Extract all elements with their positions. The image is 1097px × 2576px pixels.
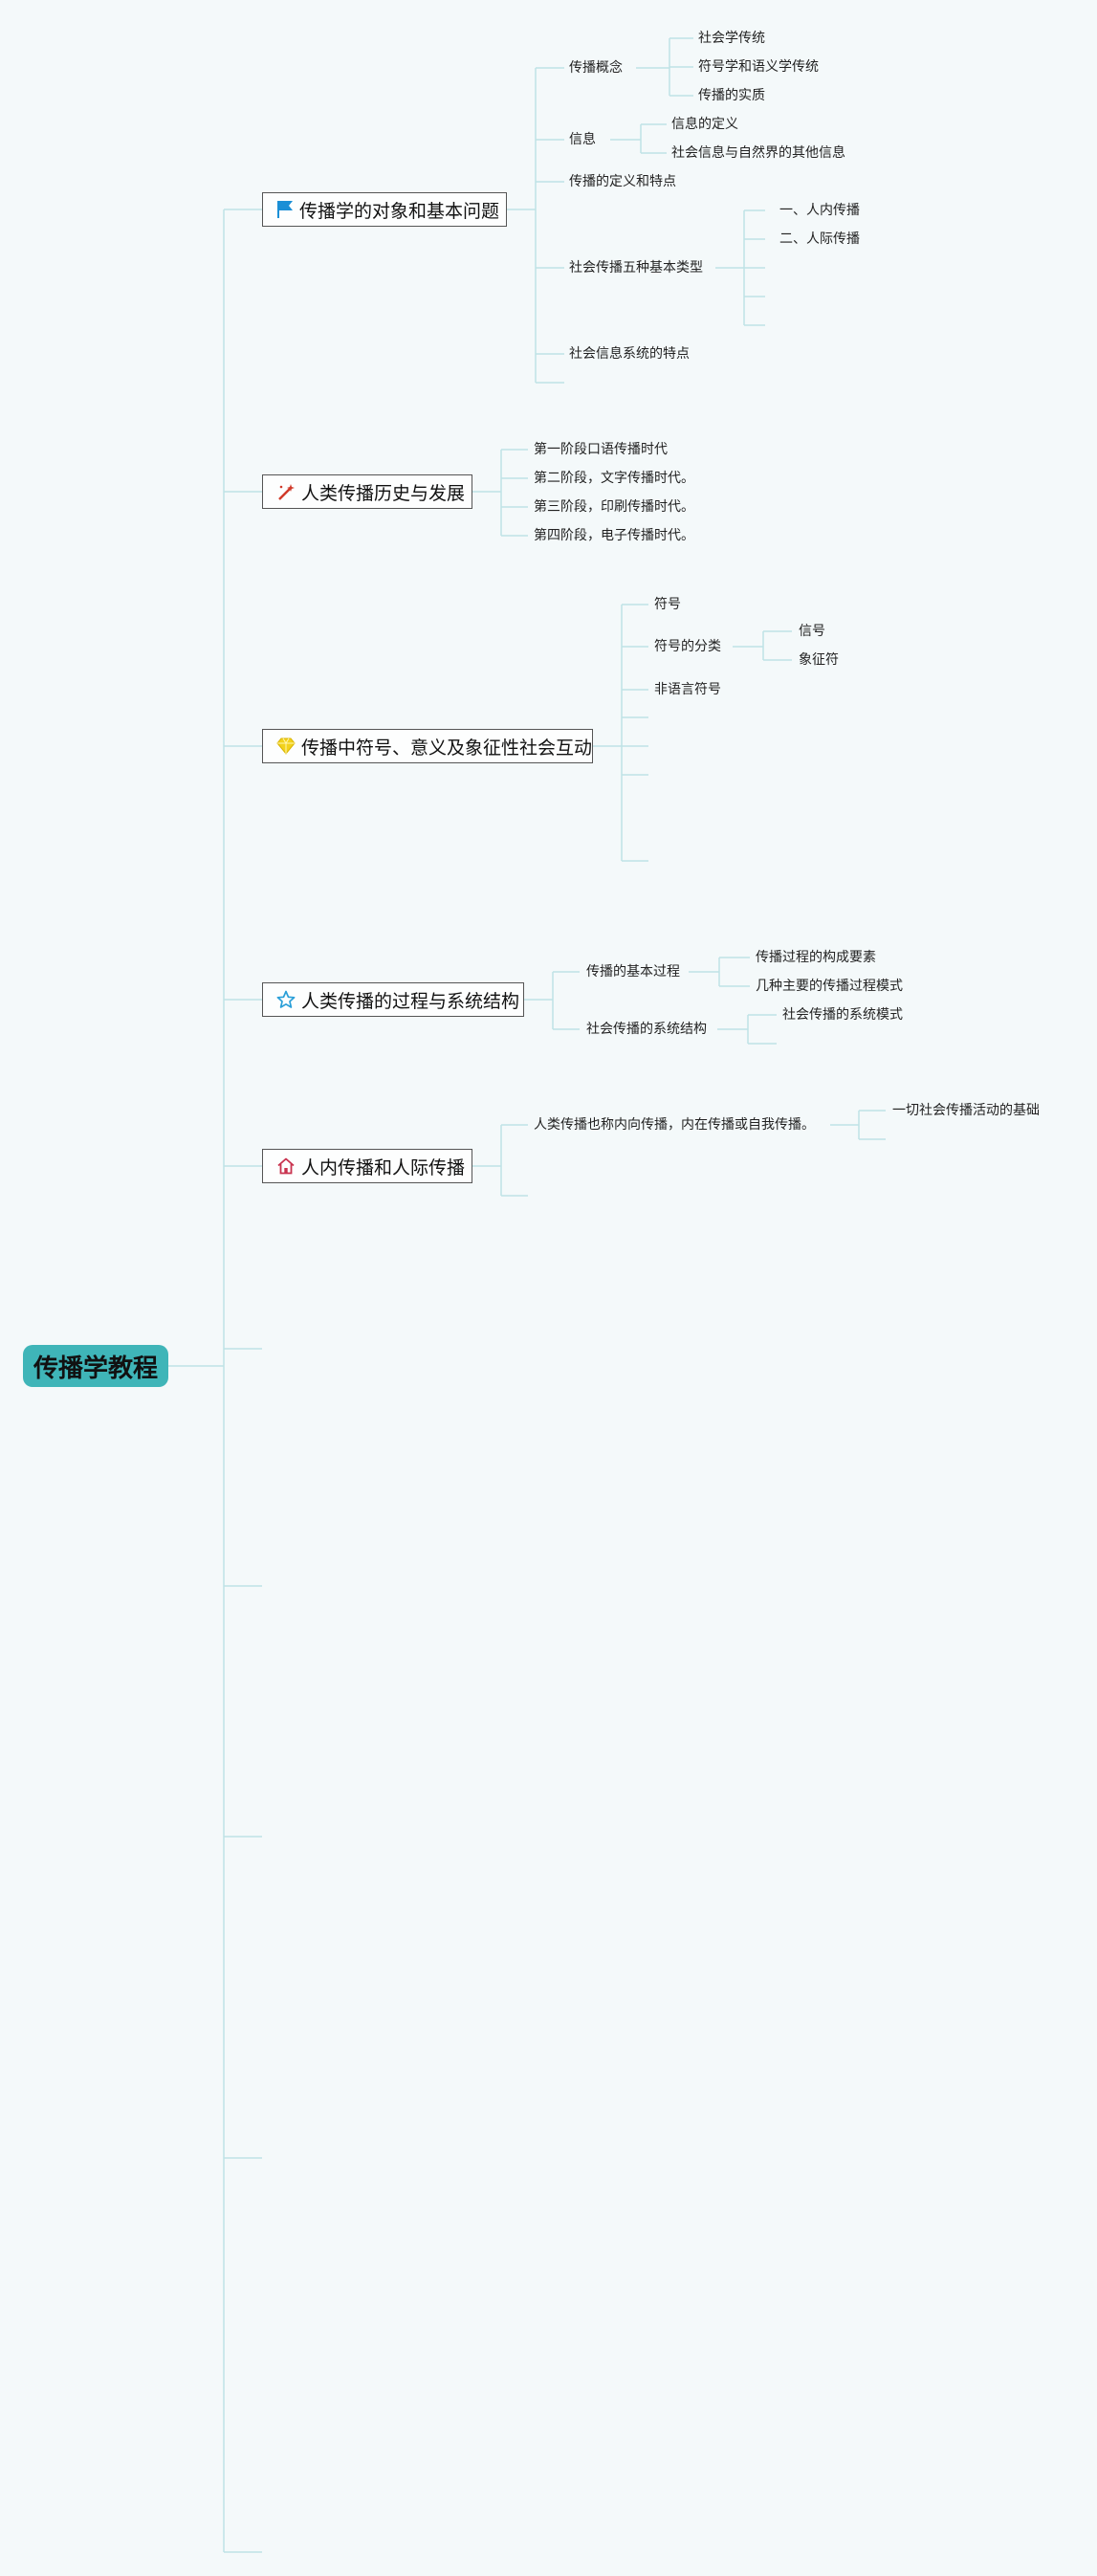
- sub-topic[interactable]: 传播的定义和特点: [569, 174, 676, 189]
- sub-topic[interactable]: 几种主要的传播过程模式: [756, 979, 903, 994]
- topic-label: 人内传播和人际传播: [301, 1156, 466, 1178]
- sub-topic[interactable]: 第一阶段口语传播时代: [534, 442, 668, 457]
- sub-topic[interactable]: 社会信息与自然界的其他信息: [671, 145, 845, 161]
- topic-process-structure[interactable]: 人类传播的过程与系统结构: [262, 982, 524, 1017]
- sub-topic[interactable]: 社会传播五种基本类型: [569, 260, 703, 275]
- sub-topic[interactable]: 符号: [654, 597, 681, 612]
- home-icon: [276, 1156, 296, 1177]
- sub-topic[interactable]: 一、人内传播: [779, 203, 860, 218]
- sub-topic[interactable]: 社会学传统: [698, 31, 765, 46]
- root-topic[interactable]: 传播学教程: [23, 1345, 168, 1387]
- sub-topic[interactable]: 第二阶段，文字传播时代。: [534, 471, 694, 486]
- sub-topic[interactable]: 第四阶段，电子传播时代。: [534, 528, 694, 543]
- topic-label: 传播中符号、意义及象征性社会互动: [301, 737, 593, 759]
- topic-label: 人类传播的过程与系统结构: [301, 990, 520, 1012]
- sub-topic[interactable]: 传播的实质: [698, 88, 765, 103]
- sub-topic[interactable]: 二、人际传播: [779, 231, 860, 247]
- topic-label: 人类传播历史与发展: [301, 482, 466, 504]
- topic-intrapersonal-interpersonal[interactable]: 人内传播和人际传播: [262, 1149, 472, 1183]
- flag-icon: [276, 199, 294, 220]
- sub-topic[interactable]: 第三阶段，印刷传播时代。: [534, 499, 694, 515]
- sub-topic[interactable]: 一切社会传播活动的基础: [892, 1103, 1040, 1118]
- magic-wand-icon: [276, 481, 296, 502]
- sub-topic[interactable]: 信息: [569, 132, 596, 147]
- sub-topic[interactable]: 社会信息系统的特点: [569, 346, 690, 362]
- sub-topic[interactable]: 符号学和语义学传统: [698, 59, 819, 75]
- sub-topic[interactable]: 象征符: [799, 652, 839, 668]
- star-icon: [276, 989, 296, 1010]
- sub-topic[interactable]: 符号的分类: [654, 639, 721, 654]
- sub-topic[interactable]: 传播概念: [569, 60, 623, 76]
- sub-topic[interactable]: 传播的基本过程: [586, 964, 680, 980]
- sub-topic[interactable]: 社会传播的系统模式: [782, 1007, 903, 1023]
- sub-topic[interactable]: 传播过程的构成要素: [756, 950, 876, 965]
- topic-communication-history[interactable]: 人类传播历史与发展: [262, 474, 472, 509]
- sub-topic[interactable]: 人类传播也称内向传播，内在传播或自我传播。: [534, 1117, 815, 1133]
- sub-topic[interactable]: 信息的定义: [671, 117, 738, 132]
- sub-topic[interactable]: 社会传播的系统结构: [586, 1022, 707, 1037]
- sub-topic[interactable]: 非语言符号: [654, 682, 721, 697]
- topic-symbols-meaning[interactable]: 传播中符号、意义及象征性社会互动: [262, 729, 593, 763]
- topic-communication-object[interactable]: 传播学的对象和基本问题: [262, 192, 507, 227]
- topic-label: 传播学的对象和基本问题: [299, 200, 500, 222]
- sub-topic[interactable]: 信号: [799, 624, 825, 639]
- diamond-icon: [276, 736, 296, 757]
